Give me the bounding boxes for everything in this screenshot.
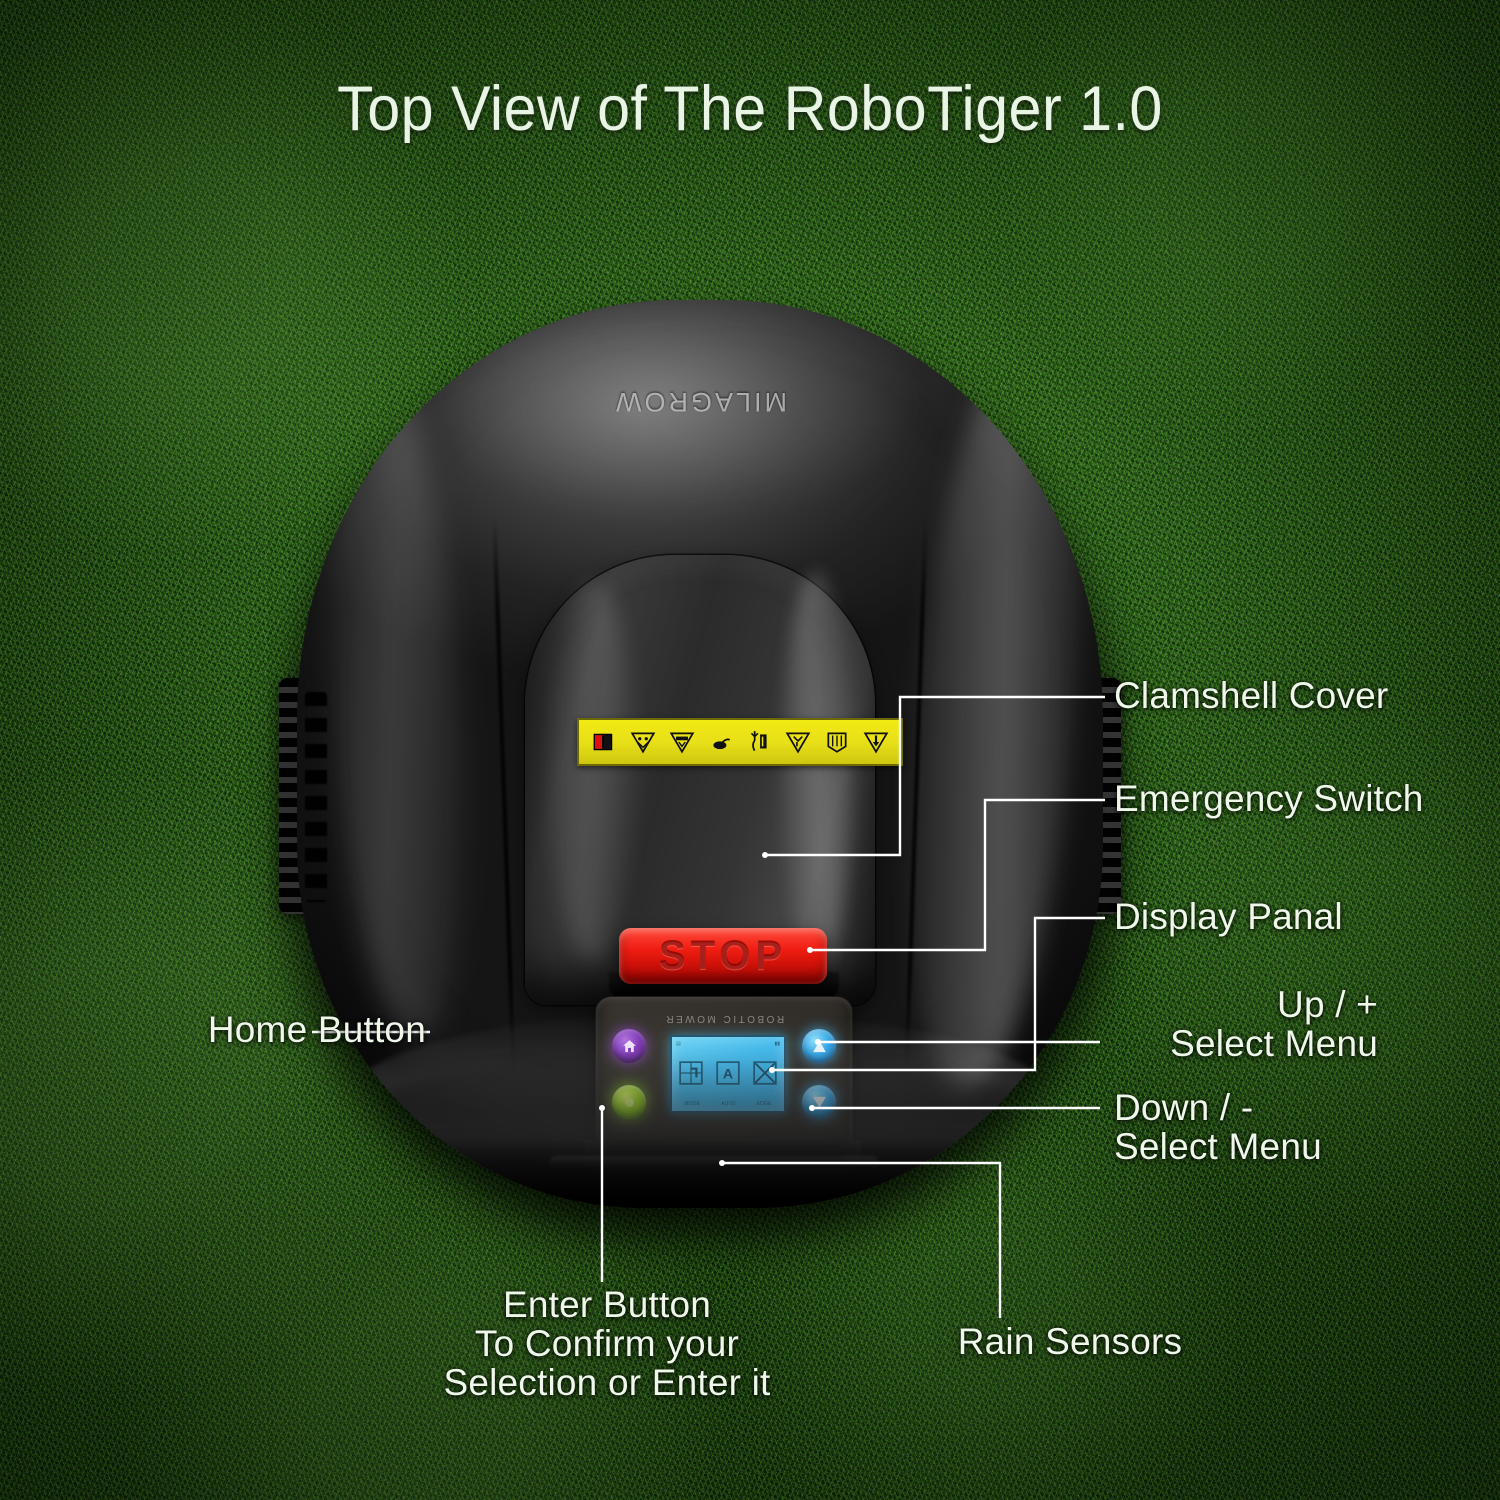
callout-down-minus: Down / - Select Menu: [1114, 1088, 1322, 1166]
mower-shell: MILAGROW: [297, 300, 1103, 1208]
remove-disable-device-icon: [751, 731, 767, 752]
callout-home-button-text: Home Button: [207, 1009, 426, 1050]
callout-display-panal: Display Panal: [1114, 897, 1343, 936]
shell-highlight-top: [457, 312, 927, 522]
safety-warning-sticker: [577, 718, 903, 766]
callout-display-panal-text: Display Panal: [1114, 896, 1343, 937]
read-manual-icon: [593, 733, 613, 751]
clamshell-highlight-left: [551, 581, 635, 961]
keep-feet-clear-icon: [863, 732, 888, 754]
shell-bottom-shade: [327, 1052, 1073, 1208]
sharp-blade-warning-icon: [785, 732, 811, 754]
callout-up-plus-line2: Select Menu: [1170, 1023, 1378, 1065]
callout-enter-button-line2: To Confirm your: [474, 1323, 740, 1365]
stop-button-label: STOP: [658, 933, 788, 978]
callout-enter-button: Enter Button To Confirm your Selection o…: [332, 1285, 882, 1403]
side-vent-slots: [305, 692, 327, 902]
keep-bystanders-away-icon: [630, 732, 656, 754]
clamshell-highlight-right: [781, 571, 853, 971]
brand-logo: MILAGROW: [613, 387, 788, 417]
callout-rain-sensors-text: Rain Sensors: [957, 1321, 1183, 1362]
callout-home-button: Home Button: [36, 1010, 426, 1049]
emergency-stop-button[interactable]: STOP: [619, 928, 827, 984]
keep-hands-clear-icon: [669, 732, 695, 754]
callout-up-plus-line1: Up / +: [1277, 984, 1378, 1025]
page-title: Top View of The RoboTiger 1.0: [337, 74, 1163, 144]
callout-emergency-switch-text: Emergency Switch: [1114, 778, 1424, 819]
callout-down-minus-line2: Select Menu: [1114, 1126, 1322, 1168]
callout-up-plus: Up / + Select Menu: [1170, 985, 1378, 1063]
shell-highlight-left: [307, 356, 485, 1044]
callout-enter-button-line3: Selection or Enter it: [443, 1362, 771, 1404]
callout-clamshell-cover: Clamshell Cover: [1114, 676, 1388, 715]
do-not-wash-icon: [827, 732, 847, 753]
callout-rain-sensors: Rain Sensors: [860, 1322, 1280, 1361]
robotic-mower-illustration: MILAGROW: [277, 300, 1123, 1230]
callout-enter-button-line1: Enter Button: [502, 1284, 712, 1325]
no-riding-icon: [713, 738, 730, 750]
callout-clamshell-cover-text: Clamshell Cover: [1114, 675, 1389, 716]
shell-seam-left: [492, 515, 516, 1075]
callout-down-minus-line1: Down / -: [1114, 1087, 1254, 1128]
callout-emergency-switch: Emergency Switch: [1114, 779, 1424, 818]
